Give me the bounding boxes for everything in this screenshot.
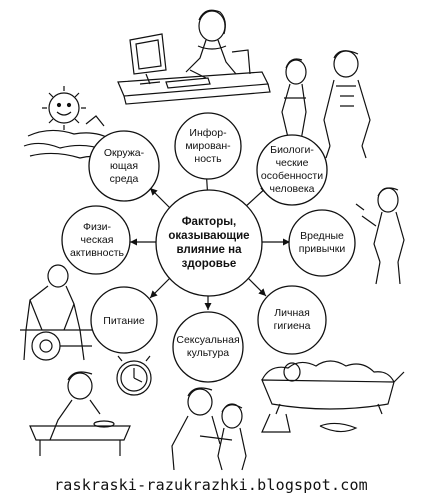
- node-circle-physical: [61, 205, 131, 275]
- illustration-clock: [116, 355, 152, 396]
- center-label: Факторы, оказывающие влияние на здоровье: [168, 216, 250, 270]
- node-physical-label: Физи- ческая активность: [70, 220, 124, 259]
- node-hygiene-label: Личная гигиена: [273, 307, 311, 332]
- footer-url: raskraski-razukrazhki.blogspot.com: [54, 476, 368, 494]
- node-habits-label: Вредные привычки: [298, 230, 346, 255]
- node-circle-environment: [88, 130, 160, 202]
- node-circle-nutrition: [90, 286, 158, 354]
- node-sexual-label: Сексуальная культура: [176, 334, 240, 359]
- illustration-weightlifter: [20, 264, 92, 361]
- node-circle-habits: [288, 209, 356, 277]
- node-biological-label: Биологи- ческие особенности человека: [260, 144, 324, 195]
- center-circle: [155, 189, 263, 297]
- illustration-computer-user: [117, 9, 271, 105]
- node-circle-hygiene: [257, 285, 327, 355]
- illustration-woman-eating: [29, 371, 131, 456]
- node-circle-sexual: [172, 311, 244, 383]
- illustration-bath: [261, 360, 405, 433]
- node-informed-label: Инфор- мирован- ность: [185, 126, 231, 165]
- node-circle-informed: [174, 112, 242, 180]
- node-environment-label: Окружа- ющая среда: [103, 146, 145, 185]
- connectors: [130, 167, 290, 310]
- node-circle-biological: [256, 134, 328, 206]
- illustration-smoking-woman: [355, 187, 405, 285]
- node-nutrition-label: Питание: [103, 314, 145, 327]
- illustration-hugging-couple: [171, 387, 247, 471]
